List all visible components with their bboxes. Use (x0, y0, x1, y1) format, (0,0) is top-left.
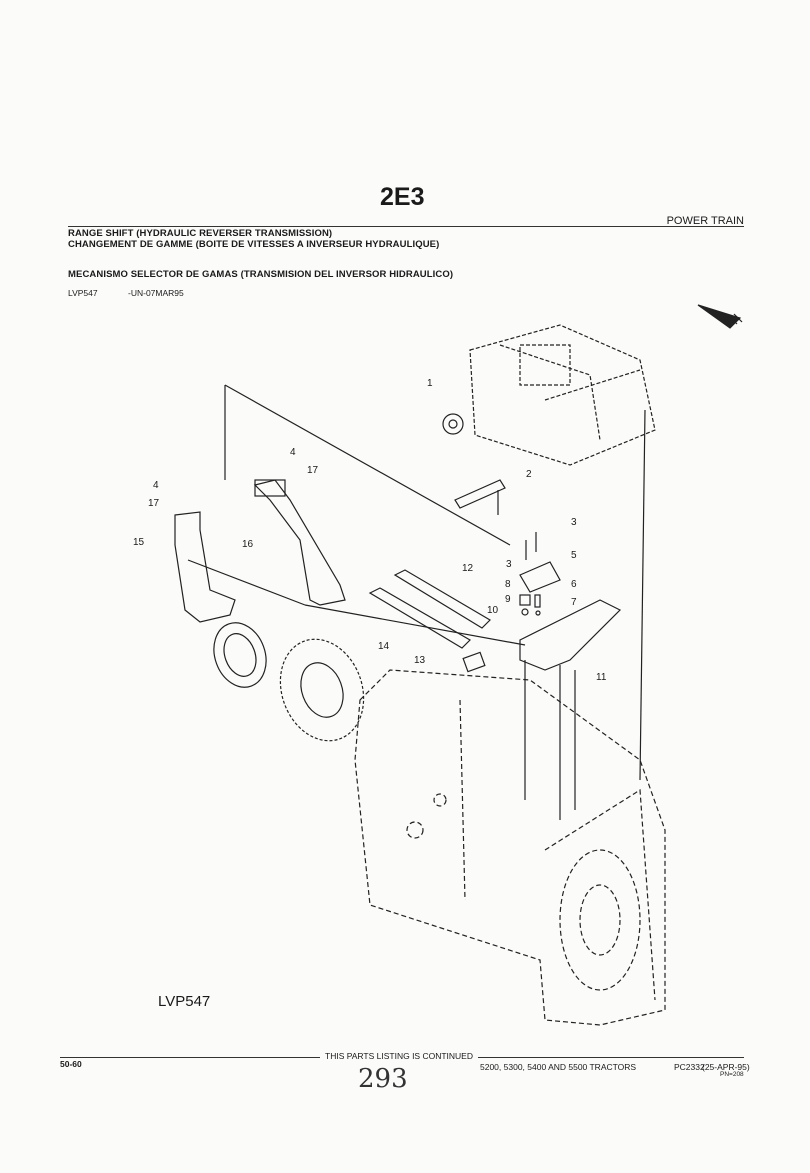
tractor-models: 5200, 5300, 5400 AND 5500 TRACTORS (480, 1062, 637, 1072)
illustration-ref: -UN-07MAR95 (128, 288, 184, 298)
callout-12: 12 (462, 563, 474, 574)
illustration-id: LVP547 (68, 288, 98, 298)
callout-1: 1 (427, 378, 433, 389)
callout-16: 16 (242, 539, 254, 550)
callout-3b: 3 (506, 559, 512, 570)
category-label: POWER TRAIN (666, 215, 744, 227)
transmission-housing (354, 669, 666, 1026)
callout-4b: 4 (153, 480, 159, 491)
direction-arrow-icon (697, 304, 743, 329)
pn-code: PN=208 (720, 1071, 744, 1078)
callout-17b: 17 (148, 498, 160, 509)
section-code: 2E3 (380, 183, 425, 211)
callout-3a: 3 (571, 517, 577, 528)
callout-2: 2 (526, 469, 532, 480)
handwritten-page-number: 293 (358, 1064, 408, 1094)
callout-10: 10 (487, 605, 499, 616)
callout-15: 15 (133, 537, 145, 548)
title-english: RANGE SHIFT (HYDRAULIC REVERSER TRANSMIS… (68, 228, 333, 239)
title-spanish: MECANISMO SELECTOR DE GAMAS (TRANSMISION… (68, 269, 454, 280)
footer-rule-left (60, 1057, 320, 1058)
callout-14: 14 (378, 641, 390, 652)
callout-4a: 4 (290, 447, 296, 458)
callout-17a: 17 (307, 465, 319, 476)
continued-note: THIS PARTS LISTING IS CONTINUED (325, 1051, 473, 1061)
revision-date: (25-APR-95) (702, 1062, 750, 1072)
callout-6: 6 (571, 579, 577, 590)
title-french: CHANGEMENT DE GAMME (BOITE DE VITESSES A… (68, 239, 440, 250)
callout-7: 7 (571, 597, 577, 608)
callout-11: 11 (596, 672, 607, 683)
diagram-label: LVP547 (158, 993, 211, 1010)
callout-8: 8 (505, 579, 511, 590)
callout-13: 13 (414, 655, 426, 666)
callout-5: 5 (571, 550, 577, 561)
page-number: 50-60 (60, 1059, 82, 1069)
callout-9: 9 (505, 594, 511, 605)
valve-housing (469, 324, 656, 466)
catalog-number: PC2332 (674, 1062, 705, 1072)
footer-rule-right (478, 1057, 744, 1058)
header-rule (68, 226, 744, 227)
